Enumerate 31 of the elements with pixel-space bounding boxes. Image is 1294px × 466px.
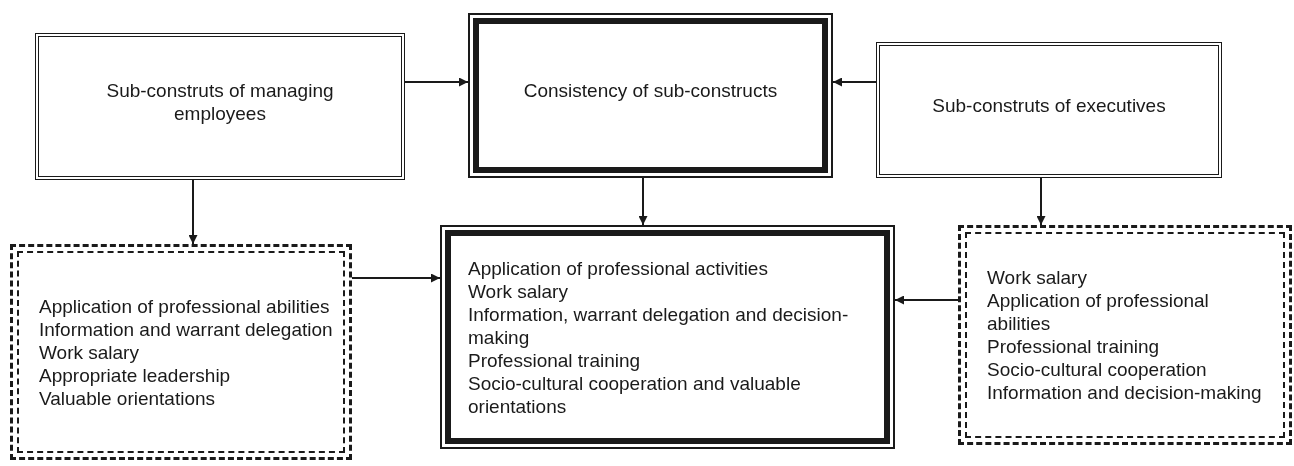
node-text: Information and decision-making xyxy=(987,381,1262,404)
text-box xyxy=(440,225,895,449)
node-text: Application of professional abilities xyxy=(987,289,1210,335)
node-text: Work salary xyxy=(39,340,139,364)
node-text: Consistency of sub-constructs xyxy=(523,79,778,102)
node-text: Sub-construts of executives xyxy=(932,93,1166,117)
arrow xyxy=(1036,177,1046,226)
text-box xyxy=(10,244,352,460)
node-text: Professional training xyxy=(987,335,1160,358)
node-text: Professional training xyxy=(468,348,641,372)
arrow xyxy=(188,179,198,245)
node-text: Sub-construts of managing employees xyxy=(105,78,335,125)
arrow xyxy=(404,77,469,87)
node-text: Information and warrant delegation xyxy=(39,317,333,341)
text-box xyxy=(468,13,833,178)
arrow xyxy=(351,273,441,283)
node-text: Socio-cultural cooperation and valuable orientations xyxy=(468,371,802,418)
arrow xyxy=(638,177,648,226)
node-text: Appropriate leadership xyxy=(39,363,231,387)
node-text: Application of professional activities xyxy=(468,256,768,280)
arrow xyxy=(832,77,877,87)
node-text: Valuable orientations xyxy=(39,386,216,410)
text-box xyxy=(876,42,1222,178)
text-box xyxy=(958,225,1292,445)
arrow xyxy=(894,295,959,305)
node-text: Information, warrant delegation and decision-making xyxy=(468,302,850,349)
node-text: Work salary xyxy=(987,266,1087,289)
text-box xyxy=(35,33,405,180)
node-text: Application of professional abilities xyxy=(39,294,330,318)
node-text: Socio-cultural cooperation xyxy=(987,358,1207,381)
node-text: Work salary xyxy=(468,279,568,303)
